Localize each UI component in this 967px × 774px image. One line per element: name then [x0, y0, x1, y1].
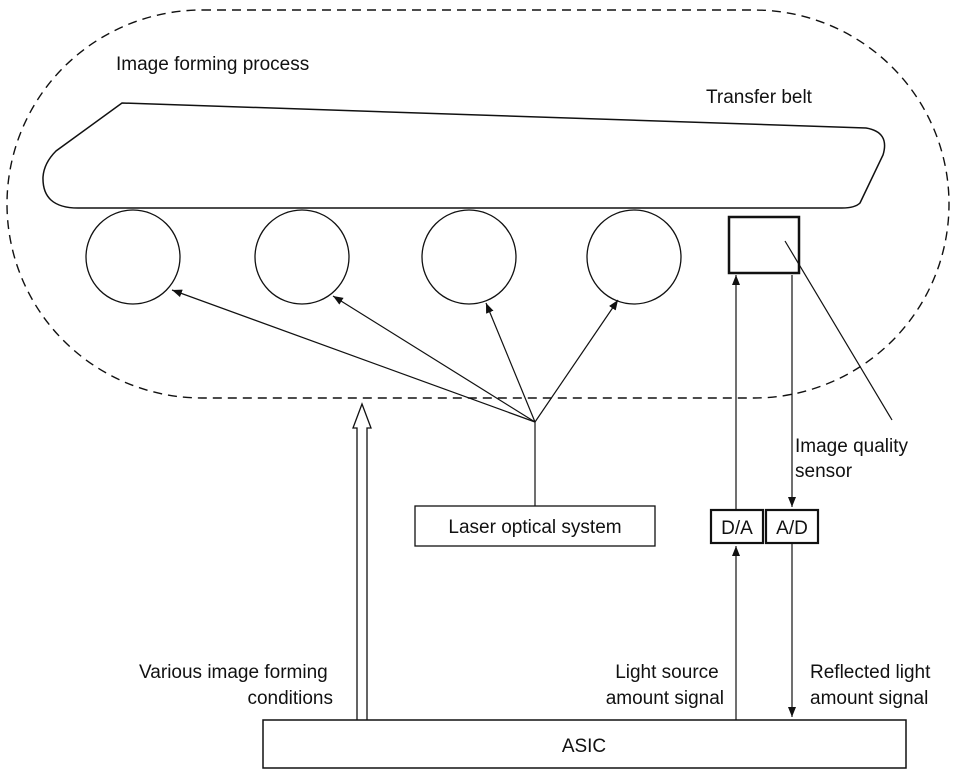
- image-quality-sensor-label: Image quality sensor: [795, 436, 913, 482]
- laser-ray-2: [332, 295, 536, 423]
- drum-2: [254, 209, 350, 305]
- drum-1: [85, 209, 181, 305]
- da-converter-box: [709, 508, 765, 545]
- image-forming-conditions-label: Various image forming conditions: [139, 662, 333, 709]
- ad-converter-label: A/D: [776, 518, 808, 539]
- reflected-light-amount-signal-label: Reflected light amount signal: [810, 662, 936, 709]
- drum-3: [421, 209, 517, 305]
- asic-label: ASIC: [562, 736, 606, 757]
- conditions-label-line-2: conditions: [247, 688, 333, 709]
- sensor-label-line-2: sensor: [795, 461, 853, 482]
- transfer-belt: [42, 102, 886, 209]
- image-quality-sensor: [727, 215, 801, 275]
- laser-ray-3: [485, 302, 536, 423]
- light-source-label-line-2: amount signal: [606, 688, 724, 709]
- laser-ray-4: [534, 299, 619, 423]
- laser-ray-1: [171, 289, 536, 423]
- image-forming-process-boundary: [6, 9, 950, 399]
- laser-optical-system-box: [414, 505, 656, 547]
- image-forming-conditions-arrow: [352, 402, 372, 720]
- conditions-label-line-1: Various image forming: [139, 662, 328, 683]
- reflected-label-line-1: Reflected light: [810, 662, 931, 683]
- laser-optical-system-label: Laser optical system: [448, 517, 621, 538]
- light-source-label-line-1: Light source: [615, 662, 719, 683]
- drum-4: [586, 209, 682, 305]
- light-source-amount-signal-label: Light source amount signal: [606, 662, 724, 709]
- sensor-label-line-1: Image quality: [795, 436, 909, 457]
- reflected-label-line-2: amount signal: [810, 688, 928, 709]
- asic-box: [262, 719, 907, 769]
- ad-converter-box: [764, 508, 820, 545]
- image-forming-process-label: Image forming process: [116, 54, 309, 75]
- transfer-belt-label: Transfer belt: [706, 87, 813, 108]
- sensor-leader-line: [784, 240, 893, 421]
- da-converter-label: D/A: [721, 518, 753, 539]
